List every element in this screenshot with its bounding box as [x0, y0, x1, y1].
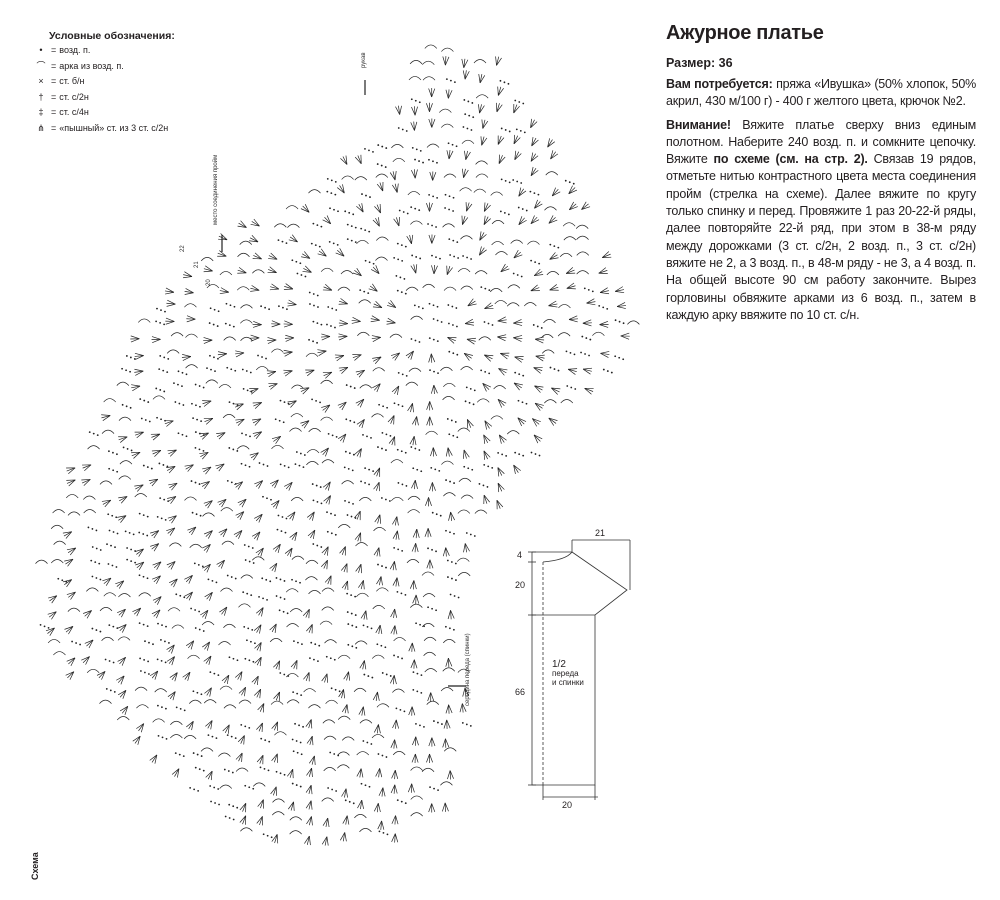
legend-label: ст. с/2н	[59, 91, 89, 102]
legend: Условные обозначения: •=возд. п. ⌒=арка …	[34, 30, 175, 137]
dim-armhole: 20	[515, 580, 526, 590]
dim-body-length: 66	[515, 687, 526, 697]
legend-item: ⌒=арка из возд. п.	[34, 59, 175, 75]
legend-label: арка из возд. п.	[59, 60, 124, 71]
materials-text: пряжа «Ивушка» (50% хлопок, 50% акрил, 4…	[666, 77, 976, 109]
double-crochet-icon: †	[38, 91, 44, 102]
dot-icon: •	[39, 45, 43, 55]
legend-item: ⋔=«пышный» ст. из 3 ст. с/2н	[34, 121, 175, 137]
legend-label: «пышный» ст. из 3 ст. с/2н	[59, 122, 169, 133]
article-title: Ажурное платье	[666, 22, 824, 44]
legend-title: Условные обозначения:	[49, 30, 175, 42]
puff-stitch-icon: ⋔	[37, 122, 45, 133]
piece-label-line: и спинки	[552, 678, 584, 687]
quad-crochet-icon: ‡	[38, 107, 44, 117]
piece-label: 1/2 переда и спинки	[552, 659, 584, 688]
legend-item: ×=ст. б/н	[34, 74, 175, 90]
stitch-marks	[35, 44, 640, 846]
dim-sleeve-width: 21	[595, 528, 606, 538]
legend-item: •=возд. п.	[34, 43, 175, 59]
cross-icon: ×	[38, 76, 44, 86]
piece-label-line: 1/2	[552, 659, 566, 670]
legend-label: ст. с/4н	[59, 107, 89, 117]
size: Размер: 36	[666, 56, 733, 70]
materials: Вам потребуется: пряжа «Ивушка» (50% хло…	[666, 76, 976, 111]
article: Ажурное платье Размер: 36 Вам потребуетс…	[666, 22, 976, 324]
dim-half-width: 20	[562, 800, 573, 810]
legend-label: возд. п.	[59, 45, 91, 55]
instructions-text: Вяжите платье сверху вниз единым полотно…	[666, 117, 976, 167]
materials-label: Вам потребуется:	[666, 77, 773, 91]
legend-item: †=ст. с/2н	[34, 90, 175, 106]
legend-label: ст. б/н	[59, 76, 85, 86]
scheme-reference: по схеме (см. на стр. 2).	[713, 152, 868, 167]
piece-label-line: переда	[552, 669, 579, 678]
instructions-text: Связав 19 рядов, отметьте нитью контраст…	[666, 152, 977, 322]
attention-label: Внимание!	[666, 117, 731, 132]
arc-icon: ⌒	[36, 60, 46, 71]
dim-neck-depth: 4	[517, 550, 523, 560]
legend-item: ‡=ст. с/4н	[34, 105, 175, 121]
instructions: Внимание! Вяжите платье сверху вниз един…	[666, 117, 976, 325]
